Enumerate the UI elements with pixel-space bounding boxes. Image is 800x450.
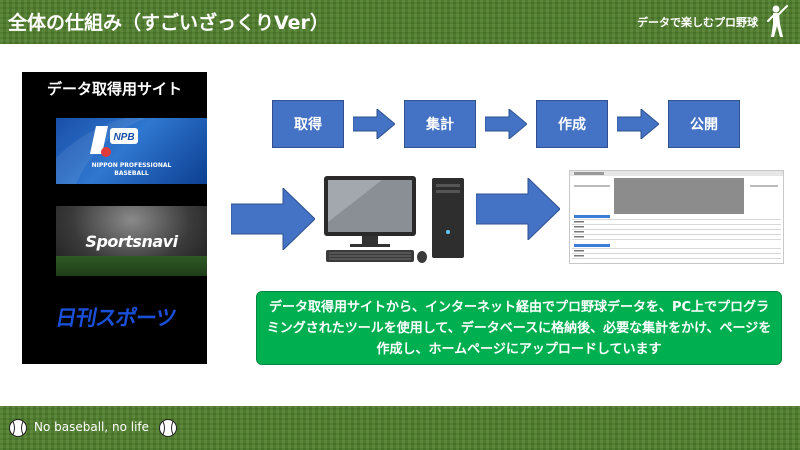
npb-subtitle-line-1: NIPPON PROFESSIONAL (91, 162, 172, 169)
arrow-step-3 (617, 109, 659, 139)
step-aggregate: 集計 (404, 100, 476, 148)
data-sources-title: データ取得用サイト (46, 80, 182, 98)
footer-tagline: No baseball, no life (34, 420, 150, 434)
arrow-sources-to-pc (231, 188, 315, 250)
baseball-icon (9, 419, 27, 437)
desktop-computer-icon (324, 176, 464, 263)
nikkan-sports-name: 日刊スポーツ (53, 306, 178, 330)
npb-subtitle: NIPPON PROFESSIONAL BASEBALL (56, 162, 207, 178)
footer-bar: No baseball, no life (0, 406, 800, 450)
step-create: 作成 (536, 100, 608, 148)
process-description-callout: データ取得用サイトから、インターネット経由でプロ野球データを、PC上でプログラミ… (256, 291, 782, 365)
nikkan-sports-logo: 日刊スポーツ (53, 302, 207, 332)
sportsnavi-logo: Sportsnavi (56, 206, 207, 276)
npb-emblem: NPB (56, 118, 146, 184)
site-brand: データで楽しむプロ野球 (637, 16, 758, 29)
npb-logo: NPB NIPPON PROFESSIONAL BASEBALL (56, 118, 207, 184)
batter-icon (767, 5, 788, 37)
page-title: 全体の仕組み（すごいざっくりVer） (8, 12, 329, 34)
step-acquire: 取得 (272, 100, 344, 148)
header-bar: 全体の仕組み（すごいざっくりVer） データで楽しむプロ野球 (0, 0, 800, 44)
arrow-step-1 (353, 109, 395, 139)
stadium-field (56, 256, 207, 276)
svg-text:NPB: NPB (113, 132, 134, 143)
step-publish: 公開 (668, 100, 740, 148)
arrow-pc-to-webpage (476, 178, 560, 240)
data-sources-panel: データ取得用サイト NPB NIPPON PROFESSIONAL BASEBA… (22, 72, 207, 364)
npb-subtitle-line-2: BASEBALL (114, 170, 149, 177)
sportsnavi-name: Sportsnavi (85, 232, 178, 251)
baseball-icon (159, 419, 177, 437)
webpage-thumbnail-graphic (570, 171, 783, 259)
published-webpage-thumbnail (569, 170, 784, 264)
arrow-step-2 (485, 109, 527, 139)
